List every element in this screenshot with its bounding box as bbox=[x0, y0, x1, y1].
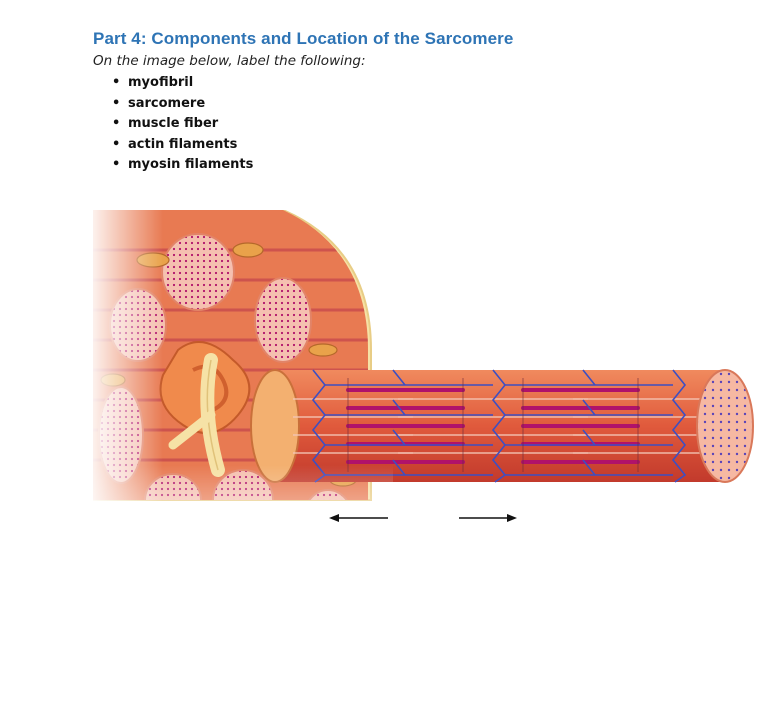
arrow-right-icon bbox=[459, 514, 517, 522]
term-label: myofibril bbox=[128, 75, 194, 90]
page-title: Part 4: Components and Location of the S… bbox=[93, 29, 514, 48]
term-item: • myosin filaments bbox=[112, 155, 253, 176]
myofibril-tube bbox=[250, 369, 754, 483]
term-label: muscle fiber bbox=[128, 116, 219, 131]
term-label: sarcomere bbox=[128, 95, 206, 111]
bullet-icon: • bbox=[112, 136, 121, 152]
term-label: myosin filaments bbox=[128, 157, 254, 172]
bullet-icon: • bbox=[112, 116, 121, 131]
muscle-fiber-illustration bbox=[93, 210, 754, 580]
term-item: • sarcomere bbox=[112, 94, 253, 115]
bullet-icon: • bbox=[112, 75, 121, 90]
arrow-left-icon bbox=[329, 514, 388, 522]
term-item: • myofibril bbox=[112, 73, 253, 94]
instruction-text: On the image below, label the following: bbox=[93, 53, 366, 69]
bullet-icon: • bbox=[112, 95, 121, 111]
term-item: • actin filaments bbox=[112, 135, 253, 156]
term-label: actin filaments bbox=[128, 136, 238, 152]
term-list: • myofibril • sarcomere • muscle fiber • act… bbox=[112, 73, 253, 176]
bullet-icon: • bbox=[112, 157, 121, 172]
term-item: • muscle fiber bbox=[112, 114, 253, 135]
